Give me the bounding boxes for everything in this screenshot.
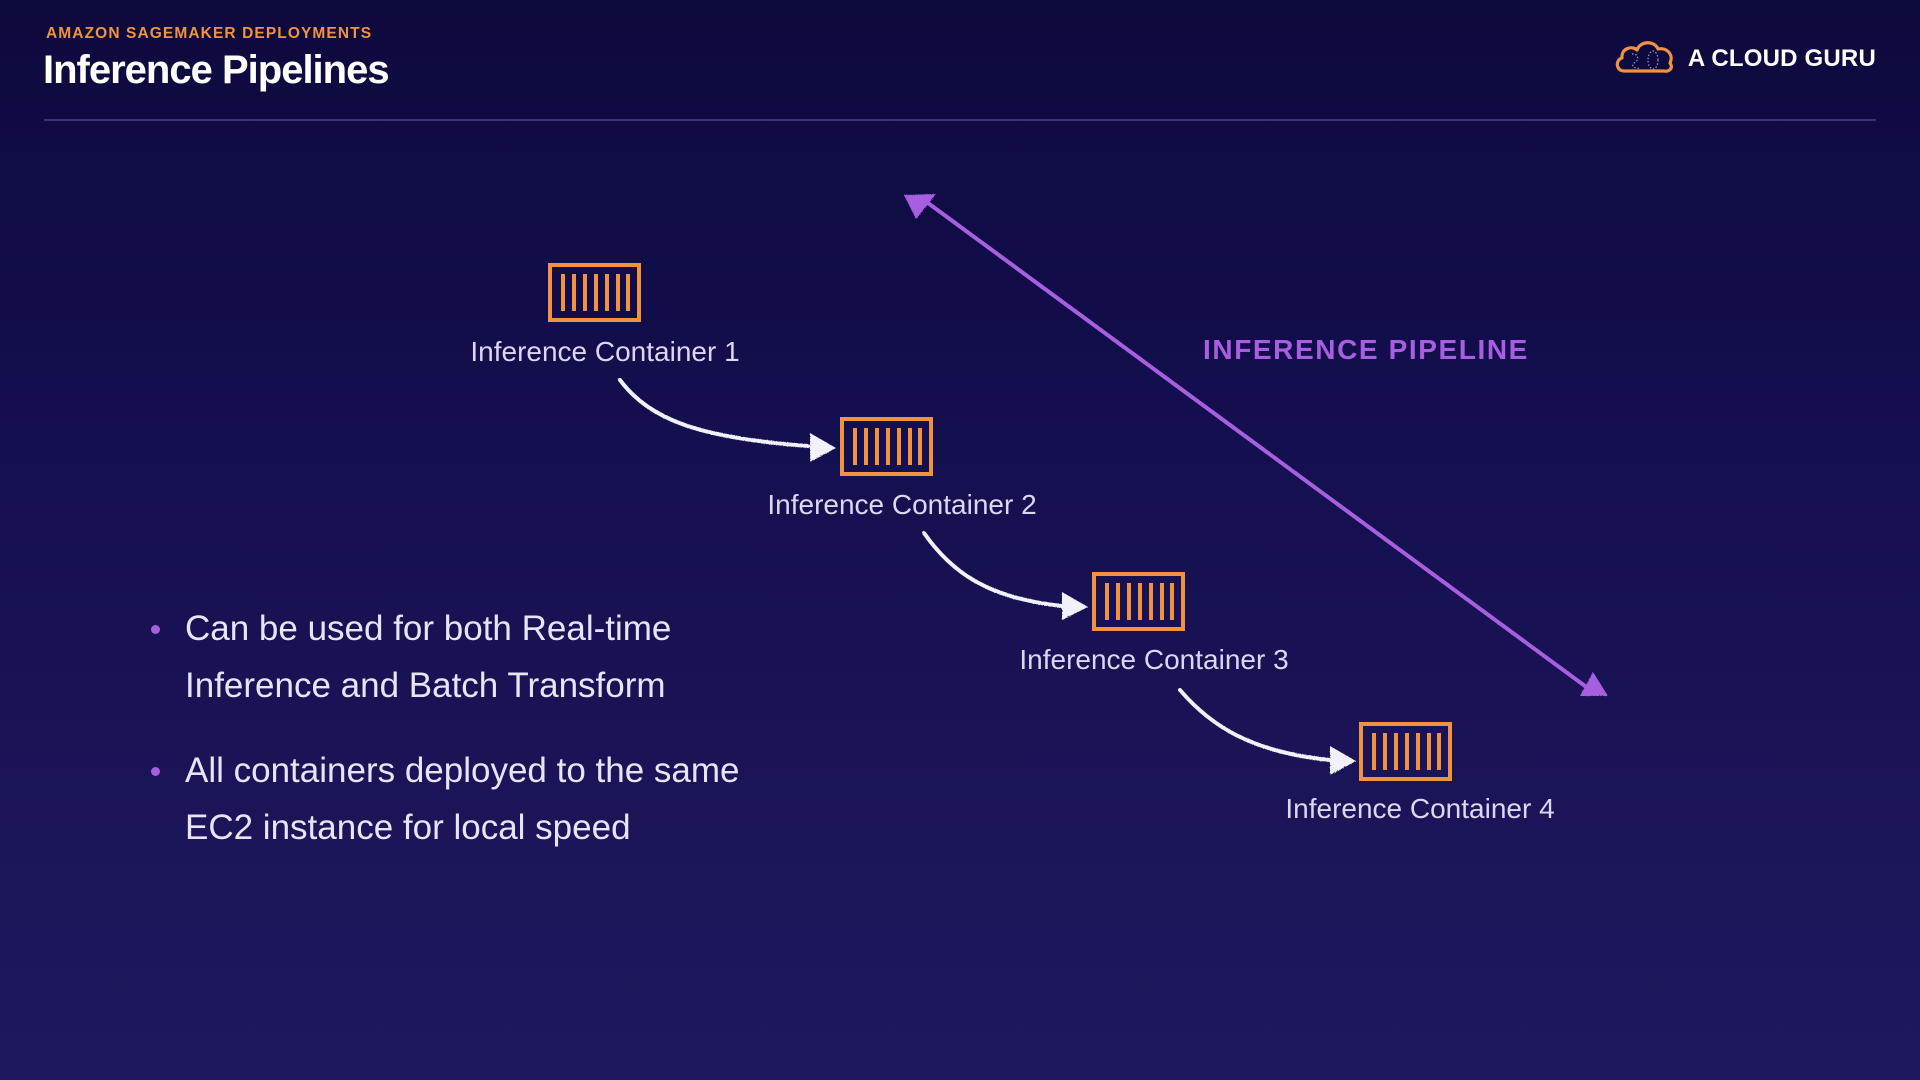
header-divider	[44, 119, 1876, 121]
brand-name: A CLOUD GURU	[1687, 44, 1876, 72]
bullet-text: Can be used for both Real-time Inference…	[185, 609, 672, 705]
arrowhead-icon	[1330, 746, 1356, 775]
flow-arrow	[922, 531, 1088, 620]
cloud-icon	[1612, 36, 1676, 81]
flow-arrow	[618, 378, 836, 462]
section-eyebrow: AMAZON SAGEMAKER DEPLOYMENTS	[46, 25, 373, 42]
bullet-text: All containers deployed to the same EC2 …	[185, 751, 740, 847]
bullet-item: All containers deployed to the same EC2 …	[148, 742, 768, 856]
container-icon	[1359, 722, 1452, 786]
brand-logo: A CLOUD GURU	[1612, 36, 1876, 81]
arrowhead-icon	[810, 433, 836, 462]
container-label: Inference Container 4	[1285, 793, 1555, 824]
bullet-list: Can be used for both Real-time Inference…	[148, 600, 768, 884]
container-label: Inference Container 3	[1019, 644, 1289, 675]
pipeline-arrowhead-top-icon	[904, 194, 936, 219]
container-label: Inference Container 2	[767, 489, 1037, 520]
bullet-item: Can be used for both Real-time Inference…	[148, 600, 768, 714]
bullet-dot-icon	[151, 767, 160, 776]
pipeline-arrowhead-bottom-icon	[1580, 672, 1608, 696]
pipeline-label: INFERENCE PIPELINE	[1203, 334, 1529, 365]
container-icon	[840, 417, 933, 481]
bullet-dot-icon	[151, 625, 160, 634]
container-icon	[1092, 572, 1185, 636]
page-title: Inference Pipelines	[43, 48, 390, 92]
arrowhead-icon	[1062, 592, 1088, 620]
container-label: Inference Container 1	[470, 336, 740, 367]
pipeline-span-line	[926, 201, 1587, 688]
flow-arrow	[1178, 688, 1356, 775]
pipeline-span-arrow	[904, 194, 1608, 696]
container-icon	[548, 263, 641, 327]
